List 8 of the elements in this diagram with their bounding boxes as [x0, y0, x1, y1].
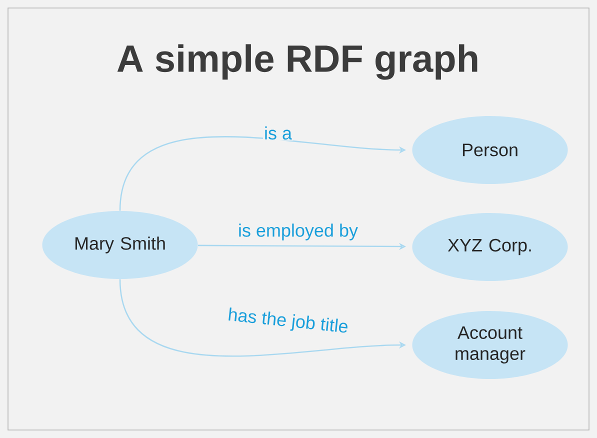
- ellipse-node: Account manager: [412, 311, 568, 379]
- ellipse-node: XYZ Corp.: [412, 213, 568, 281]
- ellipse-node: Person: [412, 116, 568, 184]
- title: A simple RDF graph: [117, 44, 478, 80]
- edge-label: is employed by: [236, 222, 360, 242]
- edge-label: is a: [263, 125, 293, 141]
- edge-label: has the job title: [226, 306, 350, 338]
- ellipse-node: Mary Smith: [42, 211, 198, 279]
